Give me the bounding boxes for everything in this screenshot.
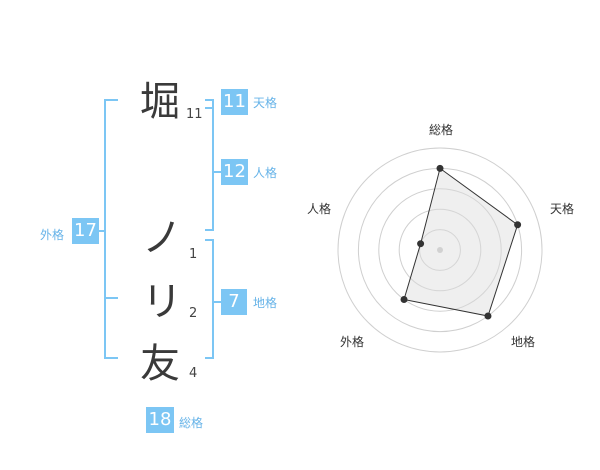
chikaku-badge: 7 [221, 289, 247, 315]
tenkaku-badge: 11 [221, 89, 248, 115]
soukaku-badge: 18 [146, 407, 174, 433]
stroke-count-2: 1 [189, 247, 198, 262]
axis-label-tenkaku: 天格 [550, 202, 575, 216]
radar-point [400, 296, 408, 304]
stroke-count-4: 4 [189, 366, 198, 381]
axis-label-gaikaku: 外格 [340, 335, 365, 349]
axis-label-soukaku: 総格 [429, 123, 454, 137]
radar-ring [398, 208, 482, 292]
stroke-count-3: 2 [189, 306, 198, 321]
name-char-2: ノ [142, 215, 182, 261]
chikaku-label: 地格 [253, 296, 278, 310]
name-char-1: 堀 [140, 79, 180, 125]
radar-ring [419, 229, 461, 271]
radar-point [484, 312, 492, 320]
jinkaku-label: 人格 [253, 166, 278, 180]
jinkaku-badge: 12 [221, 159, 248, 185]
radar-ring [337, 147, 543, 353]
soukaku-label: 総格 [179, 416, 204, 430]
gaikaku-badge: 17 [72, 218, 99, 244]
radar-grid [337, 147, 543, 353]
tenkaku-label: 天格 [253, 96, 278, 110]
axis-label-jinkaku: 人格 [307, 202, 332, 216]
radar-center [437, 247, 443, 253]
radar-points [400, 164, 522, 320]
radar-point [436, 164, 444, 172]
radar-ring [378, 188, 502, 312]
name-char-4: 友 [140, 341, 180, 387]
stroke-count-1: 11 [186, 107, 203, 122]
gaikaku-label: 外格 [40, 228, 65, 242]
radar-area [403, 167, 519, 317]
radar-point [514, 221, 522, 229]
axis-label-chikaku: 地格 [511, 335, 536, 349]
name-char-3: リ [142, 279, 182, 325]
radar-point [417, 240, 425, 248]
